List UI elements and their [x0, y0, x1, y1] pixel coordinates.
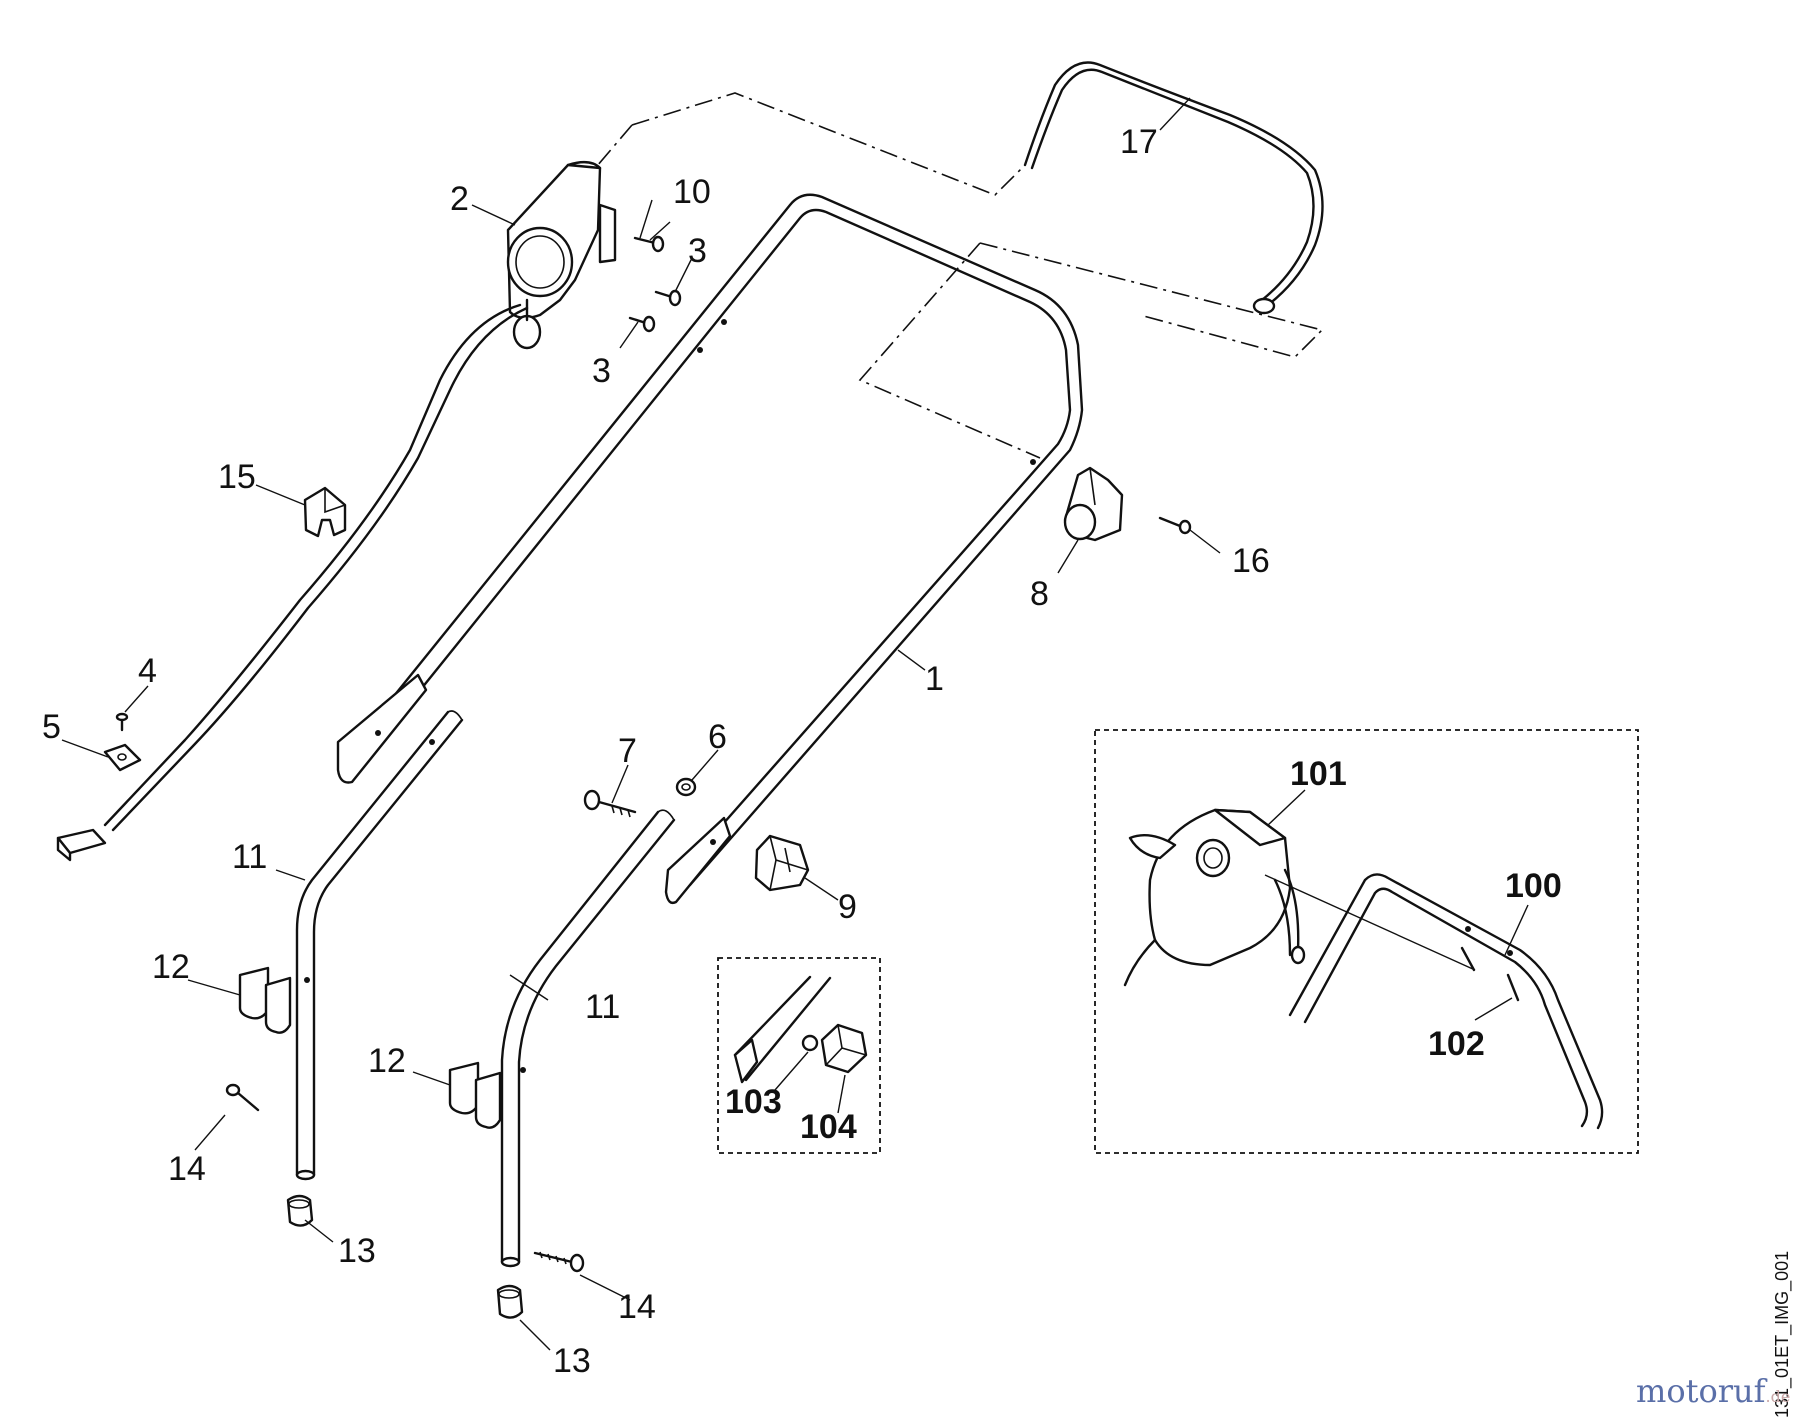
part-labels: 1 2 3 3 4 5 6 7 8 9 10 11 11 12 12 13 13…	[42, 123, 1562, 1380]
part-7-bolt	[583, 789, 637, 818]
label-part-3-upper: 3	[688, 232, 707, 270]
label-part-3-lower: 3	[592, 352, 611, 390]
label-part-11-right: 11	[585, 988, 620, 1026]
part-17-bail-lever	[1023, 61, 1324, 315]
label-part-2: 2	[450, 180, 469, 218]
label-part-13-right: 13	[553, 1342, 591, 1380]
label-part-14-left: 14	[168, 1150, 206, 1188]
label-part-1: 1	[925, 660, 944, 698]
label-part-6: 6	[708, 718, 727, 756]
label-part-9: 9	[838, 888, 857, 926]
label-part-16: 16	[1232, 542, 1270, 580]
label-part-12-left: 12	[152, 948, 190, 986]
inset-box-variant-knob	[717, 957, 881, 1154]
label-part-17: 17	[1120, 123, 1158, 161]
figure-code: 131_01ET_IMG_001	[1772, 1251, 1793, 1418]
watermark-logo: motoruf.de	[1636, 1372, 1790, 1410]
part-6-washer	[675, 777, 697, 797]
part-4-screw	[115, 712, 129, 732]
label-part-102: 102	[1428, 1025, 1485, 1063]
cable	[56, 303, 529, 862]
label-part-15: 15	[218, 458, 256, 496]
label-part-101: 101	[1290, 755, 1347, 793]
part-14-screw-right	[533, 1251, 585, 1273]
part-12-clip-right	[448, 1061, 502, 1129]
watermark-text: motoruf	[1636, 1372, 1766, 1410]
part-10-screw	[633, 235, 665, 253]
part-8-cable-guide	[1063, 466, 1124, 542]
part-16-screw	[1158, 516, 1192, 535]
label-part-4: 4	[138, 652, 157, 690]
label-part-103: 103	[725, 1083, 782, 1121]
part-15-cable-clip	[303, 486, 347, 538]
label-part-12-right: 12	[368, 1042, 406, 1080]
label-part-14-right: 14	[618, 1288, 656, 1326]
leader-lines	[61, 97, 1529, 1351]
part-9-knob	[754, 834, 810, 892]
label-part-100: 100	[1505, 867, 1562, 905]
label-part-10: 10	[673, 173, 711, 211]
label-part-11-left: 11	[232, 838, 267, 876]
label-part-8: 8	[1030, 575, 1049, 613]
watermark-suffix: .de	[1765, 1387, 1791, 1406]
part-13-end-cap-left	[286, 1194, 314, 1227]
part-11-lower-handle-left	[295, 710, 464, 1181]
part-5-cable-clamp	[103, 743, 142, 772]
part-1-upper-handle	[336, 193, 1084, 905]
part-3-screw-lower	[628, 315, 656, 333]
inset-box-variant-switch	[1094, 729, 1639, 1154]
label-part-5: 5	[42, 708, 61, 746]
part-2-control-box	[506, 160, 617, 350]
label-part-13-left: 13	[338, 1232, 376, 1270]
part-13-end-cap-right	[496, 1284, 524, 1319]
part-12-clip-left	[238, 966, 292, 1034]
assembly-guide-lines	[567, 92, 1324, 459]
label-part-7: 7	[618, 732, 637, 770]
part-14-screw-left	[225, 1083, 260, 1112]
label-part-104: 104	[800, 1108, 857, 1146]
part-3-screw-upper	[654, 289, 682, 307]
part-11-lower-handle-right	[500, 809, 676, 1268]
